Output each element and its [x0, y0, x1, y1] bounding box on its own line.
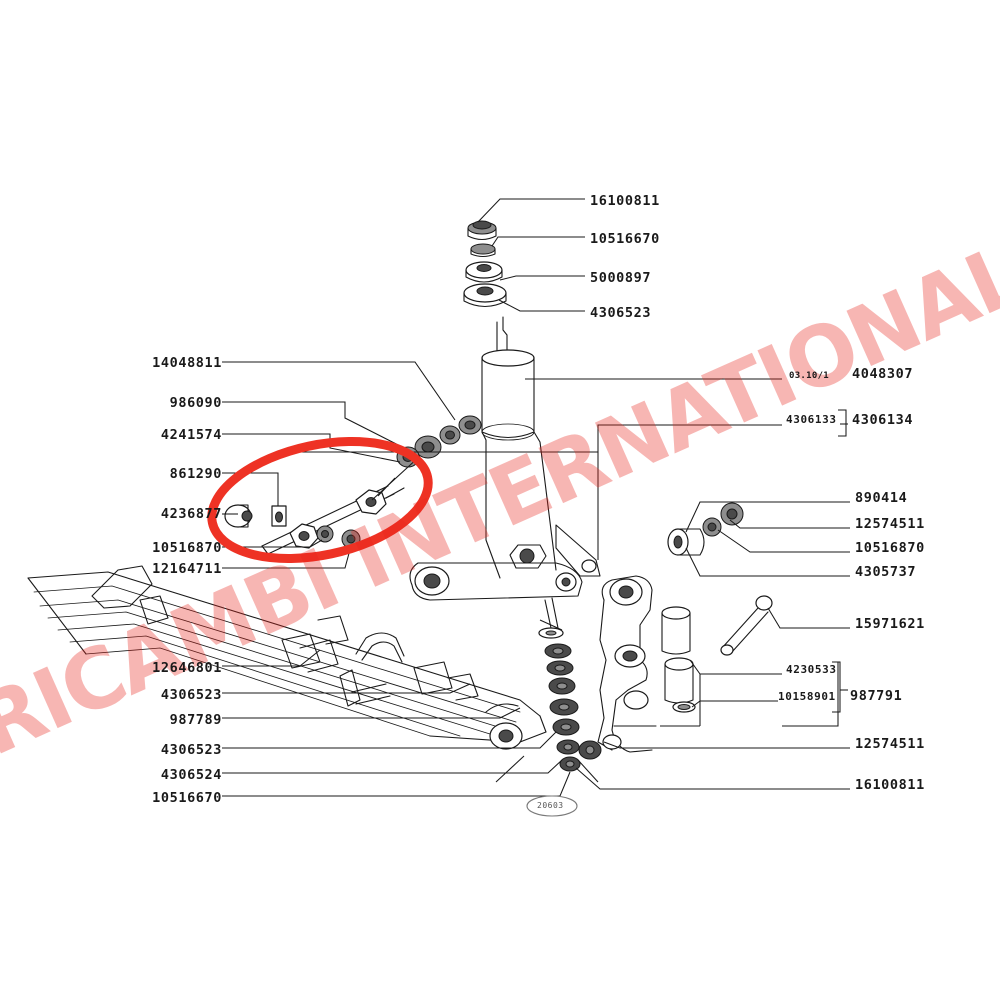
shock-absorber — [481, 316, 557, 579]
part-label-5000897[interactable]: 5000897 — [590, 270, 652, 286]
part-label-861290[interactable]: 861290 — [169, 466, 222, 482]
part-label-986090[interactable]: 986090 — [169, 395, 222, 411]
shock-lower-bracket — [555, 524, 601, 577]
part-label-890414[interactable]: 890414 — [855, 490, 908, 506]
part-label-4306523-top[interactable]: 4306523 — [590, 305, 652, 321]
part-label-987789[interactable]: 987789 — [169, 712, 222, 728]
part-label-4048307[interactable]: 4048307 — [852, 366, 914, 382]
part-label-4306134[interactable]: 4306134 — [852, 412, 914, 428]
part-label-4306523-lower2[interactable]: 4306523 — [160, 742, 222, 758]
part-label-4305737[interactable]: 4305737 — [855, 564, 917, 580]
bushing-stack-center — [538, 597, 602, 772]
part-label-987791[interactable]: 987791 — [850, 688, 903, 704]
part-label-10158901[interactable]: 10158901 — [778, 690, 836, 703]
part-label-4230533[interactable]: 4230533 — [786, 663, 837, 676]
part-label-14048811[interactable]: 14048811 — [152, 355, 222, 371]
part-label-10516670-top[interactable]: 10516670 — [590, 231, 660, 247]
part-label-4306524[interactable]: 4306524 — [160, 767, 222, 783]
part-label-10516870-left[interactable]: 10516870 — [152, 540, 222, 556]
figure-number: 20603 — [537, 801, 564, 810]
steering-knuckle — [597, 575, 657, 753]
lower-control-arm — [409, 544, 583, 601]
leader-lines-misc — [495, 378, 599, 783]
bushing-sleeve-group — [661, 502, 773, 713]
part-label-4236877[interactable]: 4236877 — [160, 506, 222, 522]
upper-mount-stack — [463, 220, 507, 308]
part-label-10516670-lower[interactable]: 10516670 — [152, 790, 222, 806]
figure-number-oval — [526, 795, 578, 817]
part-label-12646801[interactable]: 12646801 — [152, 660, 222, 676]
part-label-12574511-upper[interactable]: 12574511 — [855, 516, 925, 532]
part-label-12164711[interactable]: 12164711 — [152, 561, 222, 577]
part-label-revision-code: 03.10/1 — [789, 371, 830, 381]
leader-lines-top — [477, 198, 585, 312]
part-label-12574511-lower[interactable]: 12574511 — [855, 736, 925, 752]
part-label-16100811-lower[interactable]: 16100811 — [855, 777, 925, 793]
part-label-4241574[interactable]: 4241574 — [160, 427, 222, 443]
part-label-4306523-lower1[interactable]: 4306523 — [160, 687, 222, 703]
part-label-16100811[interactable]: 16100811 — [590, 193, 660, 209]
part-label-10516870-right[interactable]: 10516870 — [855, 540, 925, 556]
leaf-spring — [27, 565, 547, 750]
part-label-15971621[interactable]: 15971621 — [855, 616, 925, 632]
leader-lines-right — [300, 378, 850, 790]
part-label-4306133[interactable]: 4306133 — [786, 413, 837, 426]
